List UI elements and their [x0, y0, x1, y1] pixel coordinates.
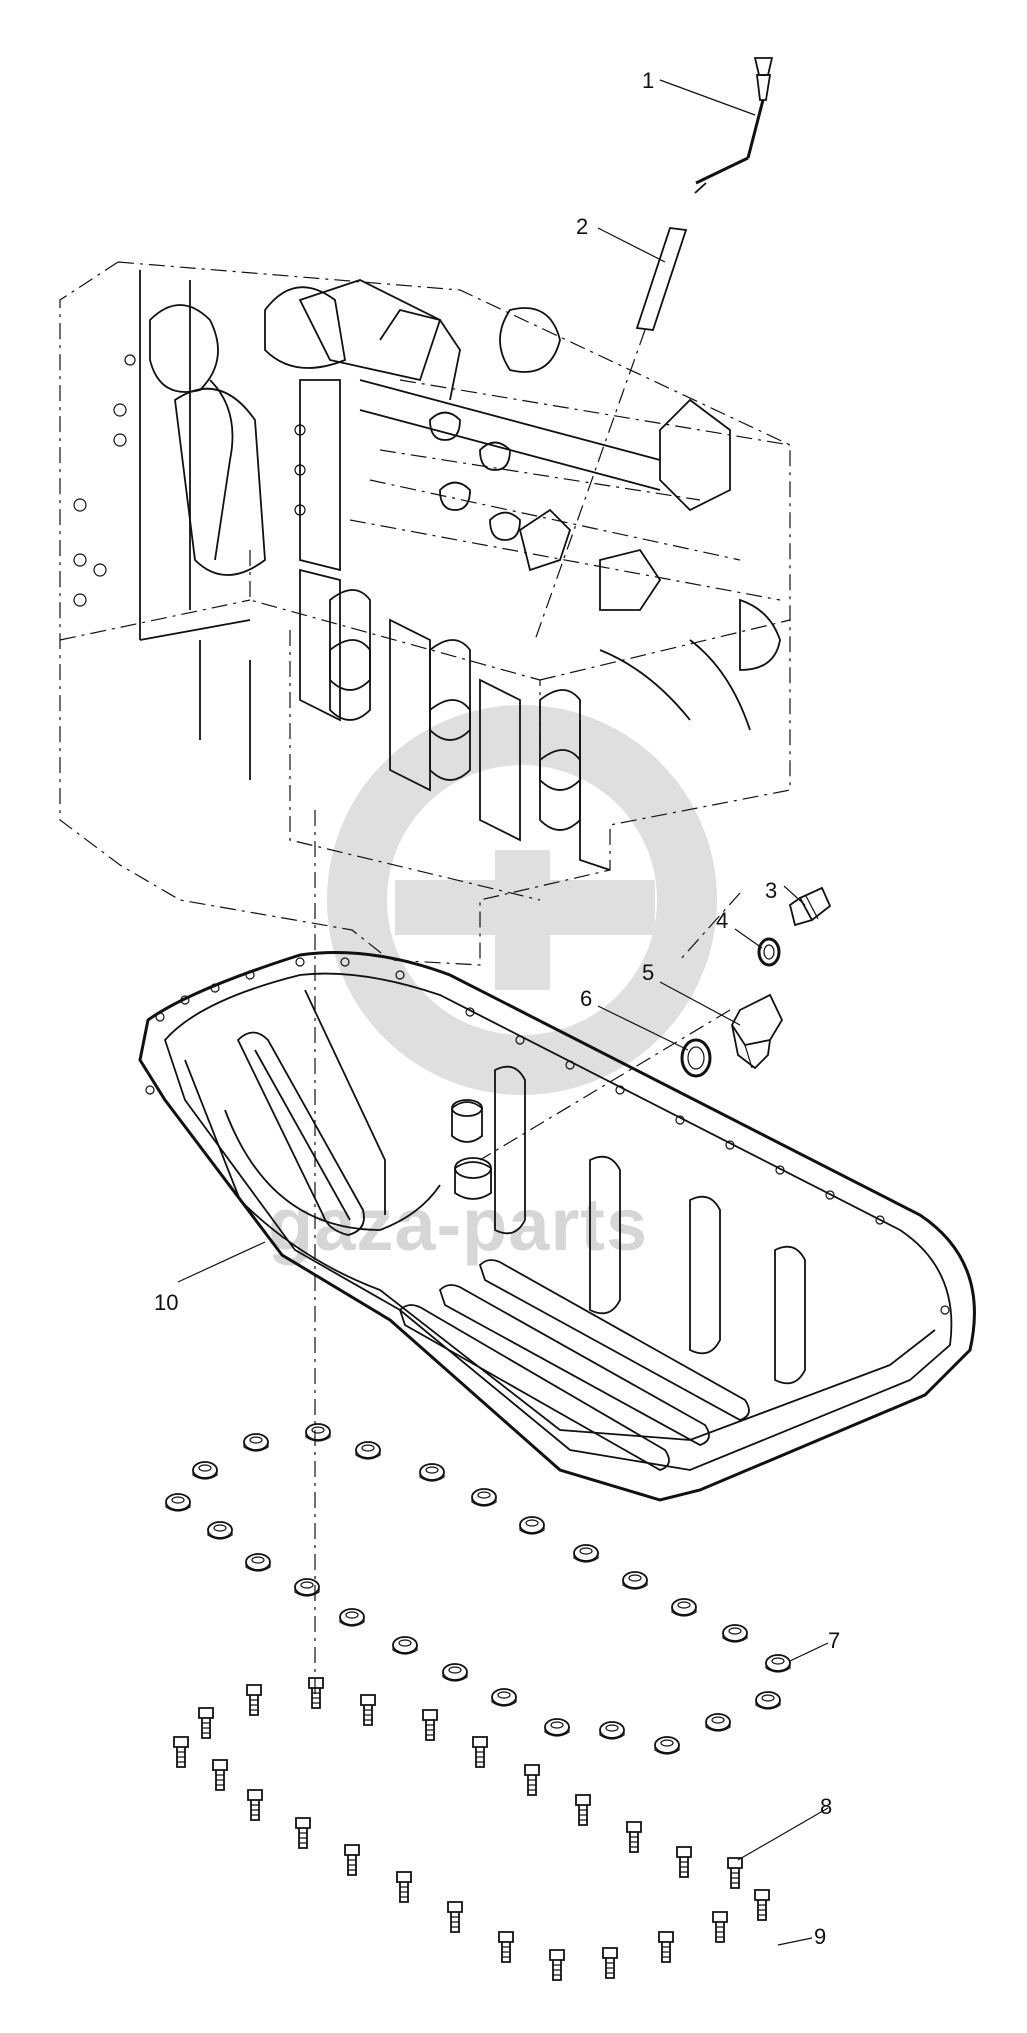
- callout-4: 4: [716, 908, 728, 933]
- assembly-lines: [314, 329, 741, 1700]
- dipstick-tube: [635, 227, 688, 331]
- callout-10: 10: [154, 1290, 178, 1315]
- sealing-washer-small: [757, 937, 781, 967]
- drain-plug-large: [730, 993, 784, 1070]
- callout-labels: 1 2 3 4 5 6 7 8 9 10: [154, 68, 840, 1949]
- callout-8: 8: [820, 1794, 832, 1819]
- engine-block: [59, 261, 791, 966]
- oil-pan: [138, 951, 976, 1502]
- leader-lines: [177, 79, 829, 1946]
- callout-5: 5: [642, 960, 654, 985]
- callout-1: 1: [642, 68, 654, 93]
- watermark-text: gaza-parts: [268, 1183, 648, 1266]
- callout-7: 7: [828, 1628, 840, 1653]
- dipstick: [694, 57, 774, 194]
- callout-6: 6: [580, 986, 592, 1011]
- callout-3: 3: [765, 878, 777, 903]
- bolts: [173, 1677, 770, 1981]
- watermark-logo: [327, 705, 717, 1095]
- washers: [165, 1423, 791, 1755]
- sealing-washer-large: [680, 1038, 712, 1078]
- drain-plug-small: [788, 886, 832, 927]
- callout-2: 2: [576, 214, 588, 239]
- callout-9: 9: [814, 1924, 826, 1949]
